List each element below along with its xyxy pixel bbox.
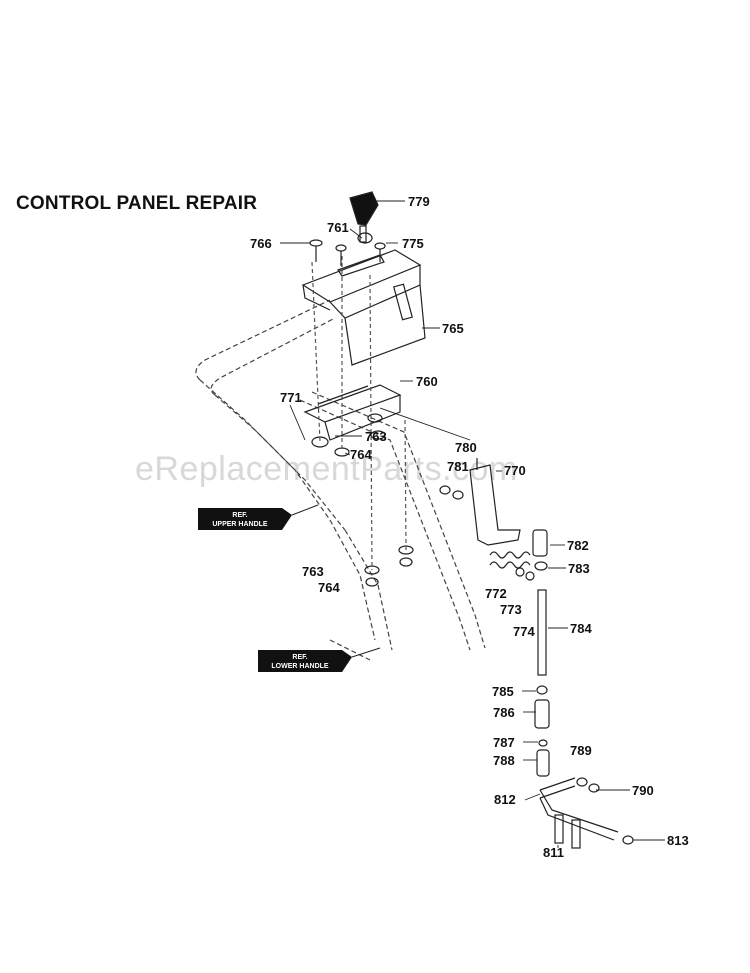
svg-text:REF.: REF. — [292, 654, 307, 661]
ref-tag-upper-handle: REF. UPPER HANDLE — [198, 504, 319, 530]
part-764a: 764 — [350, 447, 372, 462]
part-812: 812 — [494, 792, 516, 807]
watermark: eReplacementParts.com — [135, 450, 518, 488]
svg-text:LOWER HANDLE: LOWER HANDLE — [271, 663, 328, 670]
part-790: 790 — [632, 783, 654, 798]
part-numbers: 779 761 775 766 765 760 771 763 764 780 … — [250, 194, 689, 860]
part-789: 789 — [570, 743, 592, 758]
part-779: 779 — [408, 194, 430, 209]
control-panel-housing — [301, 249, 426, 366]
part-765: 765 — [442, 321, 464, 336]
part-763a: 763 — [365, 429, 387, 444]
part-781: 781 — [447, 459, 469, 474]
spring-772 — [489, 551, 535, 581]
part-784: 784 — [570, 621, 592, 636]
part-811: 811 — [543, 845, 564, 860]
part-761: 761 — [327, 220, 349, 235]
shaft-812 — [539, 777, 634, 849]
part-785: 785 — [492, 684, 514, 699]
part-766: 766 — [250, 236, 272, 251]
part-760: 760 — [416, 374, 438, 389]
rod-assembly-784 — [532, 529, 550, 777]
part-774: 774 — [513, 624, 535, 639]
part-788: 788 — [493, 753, 515, 768]
part-770: 770 — [504, 463, 526, 478]
part-772: 772 — [485, 586, 507, 601]
part-813: 813 — [667, 833, 689, 848]
svg-text:UPPER HANDLE: UPPER HANDLE — [212, 521, 268, 528]
part-782: 782 — [567, 538, 589, 553]
bolts-top — [309, 232, 386, 266]
part-775: 775 — [402, 236, 424, 251]
knob-779 — [349, 191, 379, 226]
ref-tag-lower-handle: REF. LOWER HANDLE — [258, 647, 381, 672]
part-787: 787 — [493, 735, 515, 750]
part-771: 771 — [280, 390, 302, 405]
part-773: 773 — [500, 602, 522, 617]
lever-770 — [439, 458, 521, 546]
bracket-760 — [303, 384, 402, 441]
diagram-title: CONTROL PANEL REPAIR — [16, 193, 258, 214]
part-783: 783 — [568, 561, 590, 576]
part-764b: 764 — [318, 580, 340, 595]
part-786: 786 — [493, 705, 515, 720]
part-780: 780 — [455, 440, 477, 455]
part-763b: 763 — [302, 564, 324, 579]
svg-text:REF.: REF. — [232, 512, 247, 519]
handle-outline — [195, 299, 486, 661]
